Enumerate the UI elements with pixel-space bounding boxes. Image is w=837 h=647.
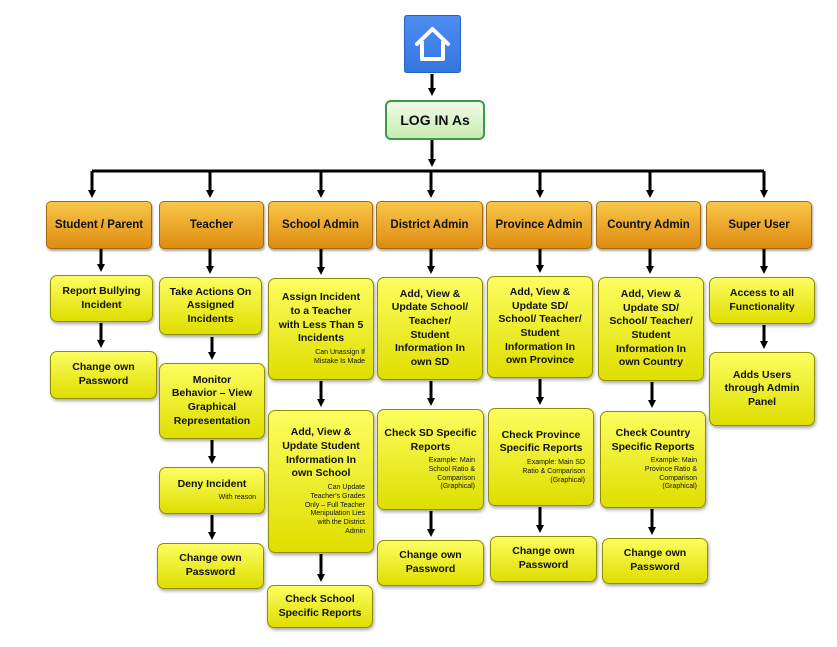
login-as-node: LOG IN As bbox=[385, 100, 485, 140]
role-school-admin: School Admin bbox=[268, 201, 373, 249]
step-country-change-password: Change own Password bbox=[602, 538, 708, 584]
step-label: Add, View & Update SD/ School/ Teacher/ … bbox=[609, 288, 693, 369]
step-label: Access to all Functionality bbox=[729, 286, 795, 313]
step-check-school-reports: Check School Specific Reports bbox=[267, 585, 373, 628]
step-take-actions-assigned: Take Actions On Assigned Incidents bbox=[159, 277, 262, 335]
step-assign-incident: Assign Incident to a Teacher with Less T… bbox=[268, 278, 374, 380]
step-label: Take Actions On Assigned Incidents bbox=[169, 285, 252, 325]
step-district-change-password: Change own Password bbox=[377, 540, 484, 586]
step-note: Can Update Teacher's Grades Only – Full … bbox=[304, 484, 365, 535]
step-update-sd-province: Add, View & Update SD/ School/ Teacher/ … bbox=[487, 276, 593, 378]
role-country-admin: Country Admin bbox=[596, 201, 701, 249]
step-label: Change own Password bbox=[72, 361, 135, 387]
step-label: Change own Password bbox=[179, 552, 242, 578]
home-button[interactable] bbox=[404, 15, 461, 73]
step-note: Example: Main Province Ratio & Compariso… bbox=[644, 457, 697, 491]
role-super-user: Super User bbox=[706, 201, 812, 249]
step-label: Check Province Specific Reports bbox=[499, 428, 583, 455]
step-label: Check SD Specific Reports bbox=[384, 426, 477, 453]
step-deny-incident: Deny Incident With reason bbox=[159, 467, 265, 514]
step-monitor-behavior: Monitor Behavior – View Graphical Repres… bbox=[159, 363, 265, 439]
role-teacher: Teacher bbox=[159, 201, 264, 249]
step-label: Monitor Behavior – View Graphical Repres… bbox=[171, 373, 253, 427]
step-update-school-sd: Add, View & Update School/ Teacher/ Stud… bbox=[377, 277, 483, 380]
step-note: With reason bbox=[218, 494, 256, 502]
step-check-province-reports: Check Province Specific Reports Example:… bbox=[488, 408, 594, 506]
step-label: Change own Password bbox=[623, 547, 687, 573]
step-province-change-password: Change own Password bbox=[490, 536, 597, 582]
step-label: Change own Password bbox=[512, 545, 575, 571]
step-note: Example: Main SD Ratio & Comparison (Gra… bbox=[522, 459, 585, 484]
step-adds-users: Adds Users through Admin Panel bbox=[709, 352, 815, 426]
step-teacher-change-password: Change own Password bbox=[157, 543, 264, 589]
step-report-bullying-incident: Report Bullying Incident bbox=[50, 275, 153, 322]
step-label: Assign Incident to a Teacher with Less T… bbox=[278, 291, 364, 345]
step-note: Can Unassign If Mistake Is Made bbox=[314, 349, 365, 365]
role-district-admin: District Admin bbox=[376, 201, 483, 249]
step-label: Report Bullying Incident bbox=[62, 284, 141, 311]
role-student-parent: Student / Parent bbox=[46, 201, 152, 249]
step-label: Change own Password bbox=[399, 549, 462, 575]
step-label: Adds Users through Admin Panel bbox=[724, 368, 800, 408]
step-label: Check Country Specific Reports bbox=[611, 426, 695, 453]
home-icon bbox=[415, 27, 450, 61]
step-label: Add, View & Update Student Information I… bbox=[282, 426, 360, 480]
step-access-all-functionality: Access to all Functionality bbox=[709, 277, 815, 324]
step-update-student-school: Add, View & Update Student Information I… bbox=[268, 410, 374, 553]
step-note: Example: Main School Ratio & Comparison … bbox=[428, 457, 475, 491]
step-label: Deny Incident bbox=[177, 477, 247, 490]
role-province-admin: Province Admin bbox=[486, 201, 592, 249]
step-check-country-reports: Check Country Specific Reports Example: … bbox=[600, 411, 706, 508]
step-label: Check School Specific Reports bbox=[278, 592, 362, 619]
step-label: Add, View & Update School/ Teacher/ Stud… bbox=[391, 287, 469, 368]
step-check-sd-reports: Check SD Specific Reports Example: Main … bbox=[377, 409, 484, 510]
step-label: Add, View & Update SD/ School/ Teacher/ … bbox=[498, 286, 582, 367]
step-update-sd-country: Add, View & Update SD/ School/ Teacher/ … bbox=[598, 277, 704, 381]
step-student-change-password: Change own Password bbox=[50, 351, 157, 399]
